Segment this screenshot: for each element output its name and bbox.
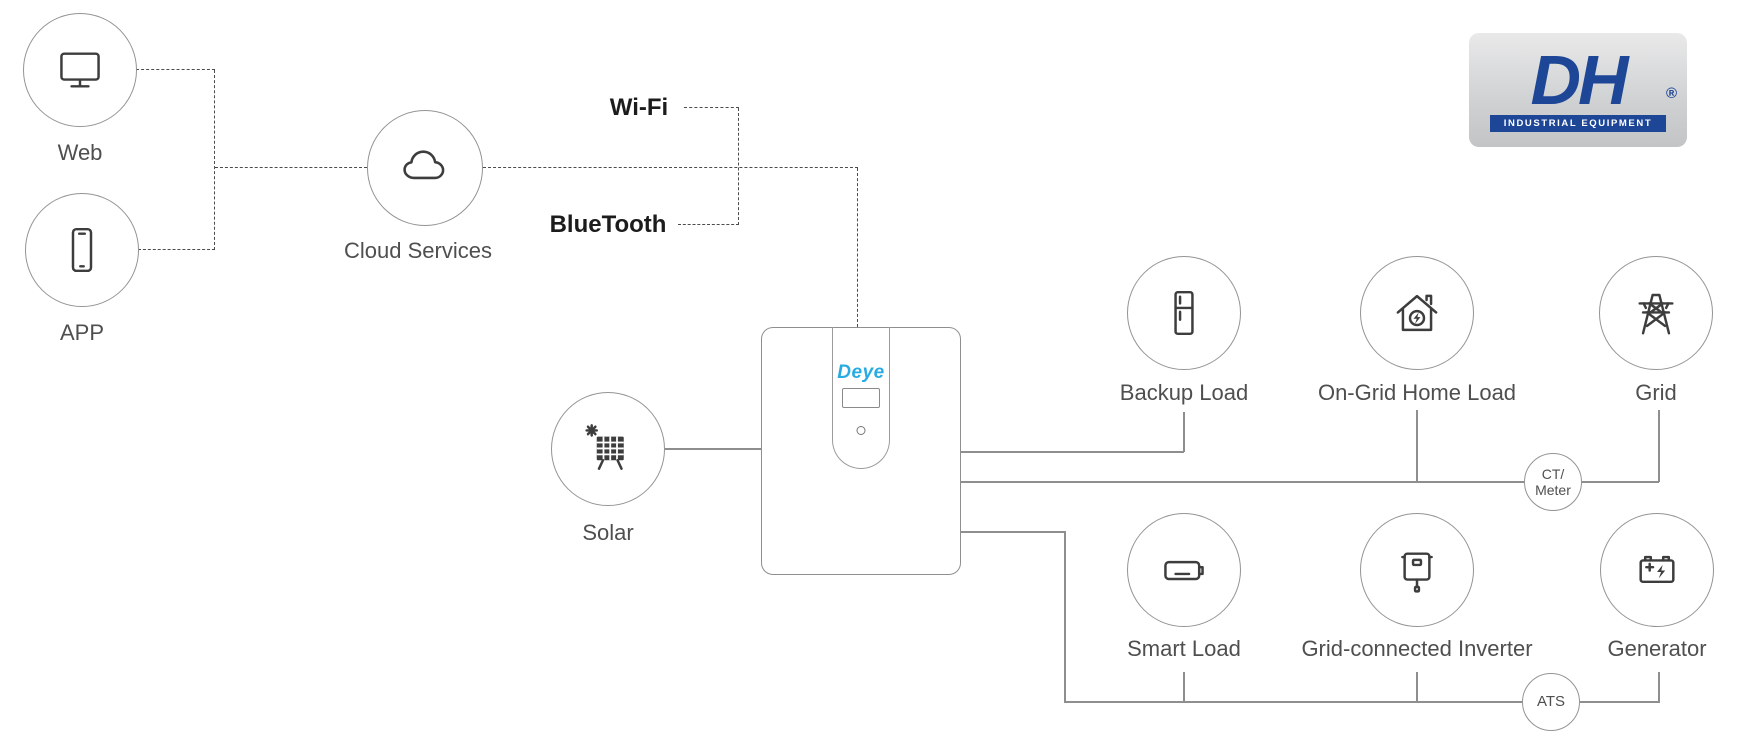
bluetooth-label: BlueTooth: [549, 211, 667, 238]
line-inverter-bottom-h: [961, 531, 1065, 533]
registered-trademark-symbol: ®: [1665, 85, 1677, 102]
ongrid-home-load-label: On-Grid Home Load: [1317, 380, 1517, 405]
dashed-link-wifi-bt-v: [738, 108, 739, 225]
smartphone-icon: [71, 227, 93, 273]
solar-node: [551, 392, 665, 506]
web-label: Web: [57, 140, 103, 165]
dh-logo-subtitle: INDUSTRIAL EQUIPMENT: [1490, 114, 1666, 132]
ct-meter-badge: CT/ Meter: [1524, 453, 1582, 511]
line-inverter-bottom-v: [1064, 531, 1066, 702]
cloud-icon: [403, 150, 445, 180]
app-label: APP: [59, 320, 105, 345]
app-node: [25, 193, 139, 307]
refrigerator-icon: [1174, 290, 1194, 336]
cloud-label: Cloud Services: [344, 238, 492, 263]
dashed-link-to-cloud: [215, 167, 367, 168]
smart-load-label: Smart Load: [1127, 636, 1241, 661]
transmission-tower-icon: [1638, 293, 1674, 335]
cloud-node: [367, 110, 483, 226]
house-lightning-icon: [1396, 294, 1438, 332]
grid-label: Grid: [1635, 380, 1677, 405]
wifi-label: Wi-Fi: [609, 94, 669, 121]
backup-load-node: [1127, 256, 1241, 370]
line-ongrid-stub: [1416, 410, 1418, 482]
generator-label: Generator: [1607, 636, 1707, 661]
line-inverter-backup: [961, 451, 1184, 453]
dashed-link-cloud-inverter-v: [857, 168, 858, 327]
ats-badge: ATS: [1522, 673, 1580, 731]
dh-logo: DH ® INDUSTRIAL EQUIPMENT: [1469, 33, 1687, 147]
dashed-link-junction: [214, 70, 215, 250]
line-smartload-stub: [1183, 672, 1185, 702]
monitor-icon: [60, 52, 100, 88]
line-backup-stub: [1183, 412, 1185, 452]
web-node: [23, 13, 137, 127]
line-solar-inverter: [665, 448, 761, 450]
inverter-brand-logo: Deye: [837, 362, 885, 383]
generator-node: [1600, 513, 1714, 627]
line-grid-stub: [1658, 410, 1660, 482]
dashed-link-app: [138, 249, 215, 250]
wall-inverter-icon: [1401, 552, 1433, 593]
inverter-front-panel: [832, 327, 890, 469]
line-bottom-bus: [1064, 701, 1660, 703]
ct-meter-label-line1: CT/: [1541, 465, 1565, 482]
line-inverter-grid-bus: [961, 481, 1659, 483]
smart-load-node: [1127, 513, 1241, 627]
dashed-link-web: [136, 69, 215, 70]
dashed-link-bluetooth: [678, 224, 739, 225]
solar-panel-icon: [585, 424, 624, 470]
inverter-device: Deye: [761, 327, 961, 575]
line-gcinverter-stub: [1416, 672, 1418, 702]
dashed-link-wifi: [684, 107, 739, 108]
battery-icon: [1164, 560, 1204, 581]
generator-battery-icon: [1639, 555, 1675, 584]
backup-load-label: Backup Load: [1119, 380, 1249, 405]
grid-connected-inverter-node: [1360, 513, 1474, 627]
solar-label: Solar: [582, 520, 634, 545]
grid-node: [1599, 256, 1713, 370]
ats-label: ATS: [1536, 693, 1566, 711]
line-generator-stub: [1658, 672, 1660, 702]
ct-meter-label-line2: Meter: [1535, 482, 1571, 498]
dashed-link-cloud-inverter-h: [483, 167, 858, 168]
inverter-display: [842, 388, 880, 408]
dh-logo-text: DH: [1530, 41, 1628, 120]
inverter-led: [856, 426, 866, 435]
ongrid-home-load-node: [1360, 256, 1474, 370]
grid-connected-inverter-label: Grid-connected Inverter: [1301, 636, 1533, 661]
